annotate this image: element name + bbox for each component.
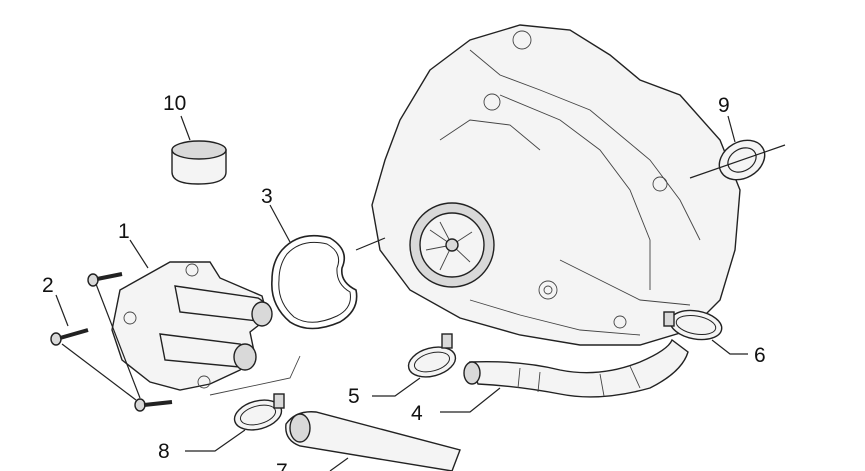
callout-9: 9 <box>718 94 730 117</box>
bypass-hose <box>285 411 461 471</box>
callout-6: 6 <box>754 344 766 367</box>
callout-10: 10 <box>163 92 186 115</box>
dowel-pin <box>171 115 227 185</box>
hose-clamp-8 <box>185 393 285 452</box>
callout-8: 8 <box>158 440 170 463</box>
callout-3: 3 <box>261 185 273 208</box>
oil-seal <box>689 115 786 181</box>
hose-clamp-5 <box>372 333 457 397</box>
engine-cover <box>371 24 741 346</box>
water-hose <box>440 338 689 413</box>
impeller <box>425 221 473 271</box>
callout-4: 4 <box>411 402 423 425</box>
callout-2: 2 <box>42 274 54 297</box>
hose-clamp-6 <box>663 309 748 355</box>
bolts <box>50 272 173 412</box>
callout-7: 7 <box>276 460 288 471</box>
water-pump-cover <box>111 239 301 396</box>
callout-1: 1 <box>118 220 130 243</box>
callout-5: 5 <box>348 385 360 408</box>
o-ring-gasket <box>269 204 386 330</box>
